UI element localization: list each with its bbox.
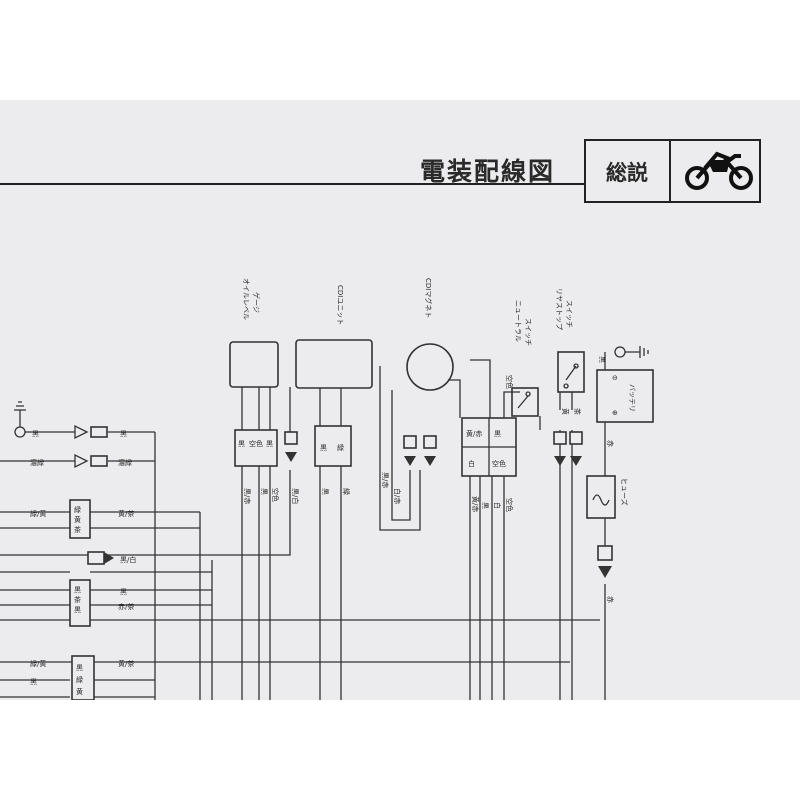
cdi-unit-label: CDIユニット [336,285,344,325]
svg-text:黒: 黒 [321,488,329,495]
svg-text:黒/白: 黒/白 [120,555,136,564]
svg-text:黄/茶: 黄/茶 [118,509,134,518]
svg-text:赤/茶: 赤/茶 [118,602,134,611]
svg-text:茶: 茶 [74,525,81,534]
rear-stop-label-2: スイッチ [565,300,573,328]
neutral-switch-label-2: スイッチ [524,318,532,346]
svg-text:黒: 黒 [30,678,37,686]
section-tab-box [584,139,761,203]
neutral-switch-label-1: ニュートラル [514,300,522,342]
svg-text:黄/茶: 黄/茶 [118,659,134,668]
battery-ground-symbol [614,346,649,358]
svg-text:緑/黄: 緑/黄 [30,659,46,668]
diode-2 [74,453,89,469]
wiring-diagram: 電装配線図 総説 オイルレベル ゲージ CDIユニット CDIマグネト ニュート… [0,139,761,700]
left-connector-a [69,499,91,539]
svg-text:⊕: ⊕ [612,409,618,417]
svg-text:黒: 黒 [32,430,39,438]
rear-stop-label-1: リヤストップ [555,288,563,330]
svg-text:空色: 空色 [492,459,506,468]
svg-text:茶: 茶 [573,408,582,415]
oil-gauge-connector [234,429,278,467]
oil-level-label-2: ゲージ [252,292,261,313]
svg-text:緑/黄: 緑/黄 [30,509,46,518]
svg-text:赤: 赤 [606,596,614,603]
cdi-unit [295,339,373,389]
connector-2 [90,455,108,467]
svg-text:空色: 空色 [505,498,514,512]
fuse [586,475,616,519]
left-connector-c [71,655,95,700]
svg-text:黒: 黒 [481,502,489,509]
svg-text:黄: 黄 [76,687,83,696]
svg-text:濃緑: 濃緑 [118,458,132,467]
svg-text:黒/赤: 黒/赤 [381,472,389,488]
svg-text:黒: 黒 [74,606,81,614]
fuse-label: ヒューズ [620,478,629,506]
left-connector-b [69,579,91,627]
battery [596,369,654,423]
svg-text:黄: 黄 [74,515,81,524]
oil-level-gauge [229,341,279,388]
svg-text:黒/白: 黒/白 [291,488,300,504]
cdi-magneto [406,343,454,391]
svg-text:白: 白 [468,459,475,468]
svg-text:黒/赤: 黒/赤 [243,488,251,504]
motorcycle-icon [685,151,753,190]
svg-text:黒: 黒 [320,444,327,452]
section-tab-label: 総説 [606,161,648,185]
svg-text:空色: 空色 [249,439,263,448]
battery-label: バッテリ [628,384,636,412]
svg-text:黒: 黒 [74,586,81,594]
svg-text:黒: 黒 [266,440,273,448]
svg-text:黒: 黒 [238,440,245,448]
svg-text:空色: 空色 [271,488,280,502]
svg-text:空色: 空色 [505,375,514,389]
svg-text:黒: 黒 [120,430,127,438]
svg-text:黄/赤: 黄/赤 [466,429,482,438]
neutral-switch [511,387,539,417]
connector-3 [87,551,105,565]
svg-text:白: 白 [493,502,502,509]
svg-text:緑: 緑 [342,488,351,495]
svg-text:緑: 緑 [76,675,83,684]
diagram-title: 電装配線図 [420,157,555,186]
svg-text:黄/赤: 黄/赤 [471,496,480,512]
connector-1 [90,426,108,438]
svg-text:黒: 黒 [494,430,501,438]
ground-symbol [14,401,26,438]
svg-text:白/赤: 白/赤 [393,488,402,504]
svg-text:黄: 黄 [561,408,570,415]
svg-text:黒: 黒 [598,356,606,363]
oil-level-label-1: オイルレベル [242,278,250,320]
diode-3 [104,552,114,564]
svg-text:赤: 赤 [606,440,614,447]
svg-text:⊖: ⊖ [612,374,618,382]
svg-text:茶: 茶 [74,595,81,604]
svg-text:緑: 緑 [74,505,81,514]
cdi-connector [314,425,352,467]
svg-text:緑: 緑 [337,443,344,452]
wiring-diagram-page: 電装配線図 総説 オイルレベル ゲージ CDIユニット CDIマグネト ニュート… [0,100,800,700]
cdi-magneto-label: CDIマグネト [424,278,433,318]
svg-text:黒: 黒 [76,664,83,672]
svg-text:濃緑: 濃緑 [30,458,44,467]
connector-oil-white [284,431,298,445]
diode-1 [74,424,89,440]
svg-text:黒: 黒 [260,488,268,495]
svg-text:黒: 黒 [120,588,127,596]
